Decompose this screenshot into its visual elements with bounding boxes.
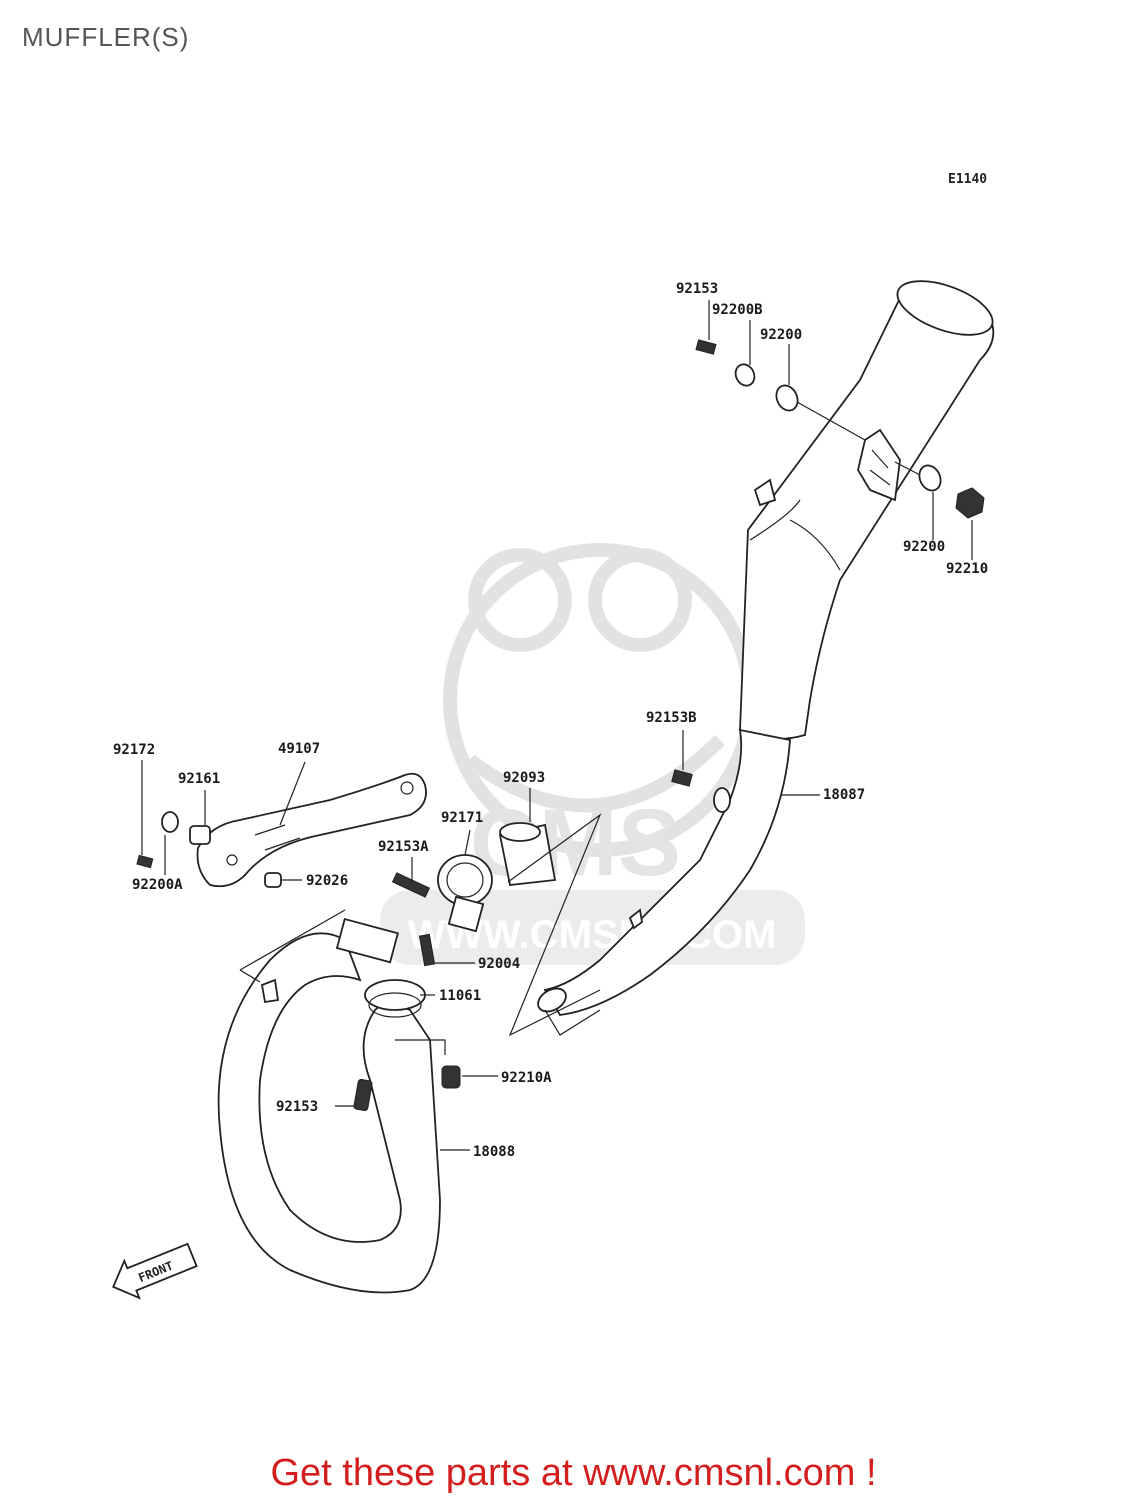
part-label-92171: 92171	[441, 810, 483, 826]
part-label-92004: 92004	[478, 956, 520, 972]
hardware	[136, 339, 985, 1112]
part-label-92153A: 92153A	[378, 839, 429, 855]
part-label-92026: 92026	[306, 873, 348, 889]
part-label-92153: 92153	[276, 1099, 318, 1115]
part-label-18087: 18087	[823, 787, 865, 803]
part-label-49107: 49107	[278, 741, 320, 757]
front-arrow: FRONT	[112, 1242, 198, 1300]
part-label-92200: 92200	[903, 539, 945, 555]
heat-guard-49107	[196, 772, 427, 888]
part-label-18088: 18088	[473, 1144, 515, 1160]
part-labels: 92153 92200B 92200 92200 92210 92153B 18…	[113, 281, 988, 1160]
get-parts-link[interactable]: Get these parts at www.cmsnl.com !	[270, 1452, 877, 1494]
part-label-92153: 92153	[676, 281, 718, 297]
part-label-92210A: 92210A	[501, 1070, 552, 1086]
header-pipe-18088	[217, 909, 441, 1294]
diagram-code: E1140	[948, 172, 988, 187]
watermark-face	[465, 735, 725, 813]
front-arrow-shape	[112, 1242, 198, 1300]
gasket-92093	[498, 813, 602, 1037]
part-label-92210: 92210	[946, 561, 988, 577]
part-label-92093: 92093	[503, 770, 545, 786]
page-title: MUFFLER(S)	[22, 22, 190, 52]
muffler-mount-bracket	[857, 428, 901, 502]
muffler-18087	[537, 280, 995, 1036]
clamp-92171	[437, 854, 493, 933]
part-label-11061: 11061	[439, 988, 481, 1004]
leader-lines	[141, 300, 973, 1151]
watermark-goggle-left	[468, 548, 572, 652]
part-label-92153B: 92153B	[646, 710, 697, 726]
part-label-92172: 92172	[113, 742, 155, 758]
watermark-goggle-right	[588, 548, 692, 652]
part-label-92200A: 92200A	[132, 877, 183, 893]
part-label-92200B: 92200B	[712, 302, 763, 318]
part-label-92200: 92200	[760, 327, 802, 343]
part-label-92161: 92161	[178, 771, 220, 787]
